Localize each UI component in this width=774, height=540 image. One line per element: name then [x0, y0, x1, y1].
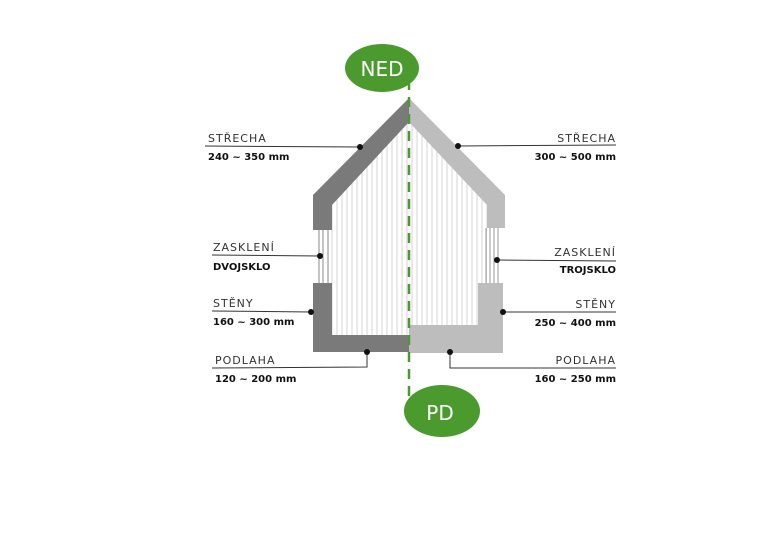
- ned-wall-floor: [313, 283, 409, 352]
- pd-glazing-value: TROJSKLO: [560, 265, 616, 276]
- svg-text:PD: PD: [426, 401, 453, 425]
- pd-roof-value: 300 ~ 500 mm: [535, 152, 616, 163]
- svg-text:NED: NED: [361, 57, 404, 81]
- ned-glazing-label: ZASKLENÍ: [213, 241, 275, 254]
- house-interior: [330, 122, 487, 335]
- ned-roof-value: 240 ~ 350 mm: [208, 152, 289, 163]
- pd-roof: [409, 98, 505, 228]
- ned-floor-value: 120 ~ 200 mm: [215, 374, 296, 385]
- ned-floor-label: PODLAHA: [215, 354, 275, 367]
- pd-glazing: [485, 228, 499, 283]
- pd-glazing-label: ZASKLENÍ: [554, 246, 616, 259]
- ned-badge: NED: [345, 44, 419, 92]
- pd-walls-label: STĚNY: [575, 298, 616, 311]
- ned-walls-label: STĚNY: [213, 297, 254, 310]
- ned-half: [313, 98, 409, 352]
- pd-half: [409, 98, 505, 353]
- pd-floor-value: 160 ~ 250 mm: [535, 374, 616, 385]
- ned-roof: [313, 98, 409, 230]
- pd-badge: PD: [404, 385, 480, 437]
- leader-dots: [308, 143, 506, 355]
- ned-walls-value: 160 ~ 300 mm: [213, 317, 294, 328]
- ned-roof-label: STŘECHA: [208, 132, 267, 145]
- leader-lines: [204, 144, 617, 369]
- pd-floor-label: PODLAHA: [556, 354, 616, 367]
- pd-wall-floor: [409, 283, 503, 353]
- ned-glazing-value: DVOJSKLO: [213, 262, 271, 273]
- pd-walls-value: 250 ~ 400 mm: [535, 318, 616, 329]
- pd-roof-label: STŘECHA: [557, 132, 616, 145]
